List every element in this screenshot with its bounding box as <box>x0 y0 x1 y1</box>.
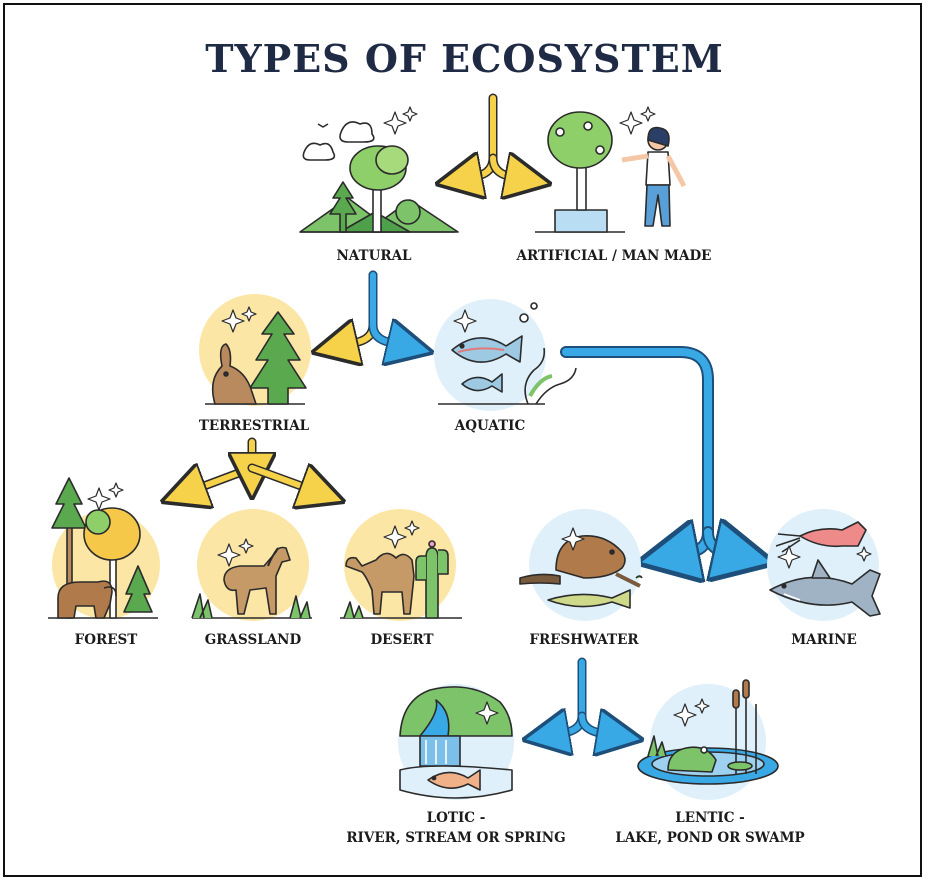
label-lentic: LENTIC - LAKE, POND OR SWAMP <box>615 808 804 848</box>
fish-icon <box>434 299 577 411</box>
label-freshwater: FRESHWATER <box>529 632 639 648</box>
label-lotic-line2: RIVER, STREAM OR SPRING <box>346 830 566 846</box>
label-desert: DESERT <box>370 632 434 648</box>
arrow-terrestrial-aquatic <box>323 270 422 350</box>
beaver-fish-icon <box>519 509 643 621</box>
waterfall-fish-icon <box>398 684 514 800</box>
label-aquatic: AQUATIC <box>454 418 526 434</box>
shark-squid-icon <box>767 509 881 621</box>
label-marine: MARINE <box>791 632 857 648</box>
landscape-icon <box>299 106 459 233</box>
label-artificial: ARTIFICIAL / MAN MADE <box>516 248 712 264</box>
arrow-aquatic-subtypes <box>560 346 760 560</box>
label-grassland: GRASSLAND <box>204 632 302 648</box>
label-terrestrial: TERRESTRIAL <box>198 418 310 434</box>
diagram-border <box>3 3 922 877</box>
label-lotic-line1: LOTIC - <box>426 810 486 826</box>
rabbit-tree-icon <box>199 294 311 406</box>
label-natural: NATURAL <box>336 248 412 264</box>
tree-woman-icon <box>535 106 687 233</box>
arrow-natural-artificial <box>447 93 540 182</box>
label-lentic-line1: LENTIC - <box>675 810 745 826</box>
diagram-title: TYPES OF ECOSYSTEM <box>205 36 724 81</box>
arrow-freshwater-subtypes <box>534 657 632 738</box>
horse-grass-icon <box>191 509 312 621</box>
frog-pond-icon <box>637 679 779 800</box>
camel-cactus-icon <box>340 509 462 621</box>
label-lotic: LOTIC - RIVER, STREAM OR SPRING <box>346 808 565 848</box>
label-lentic-line2: LAKE, POND OR SWAMP <box>615 830 805 846</box>
bear-forest-icon <box>48 477 160 619</box>
label-forest: FOREST <box>74 632 138 648</box>
arrow-terrestrial-subtypes <box>172 437 334 498</box>
